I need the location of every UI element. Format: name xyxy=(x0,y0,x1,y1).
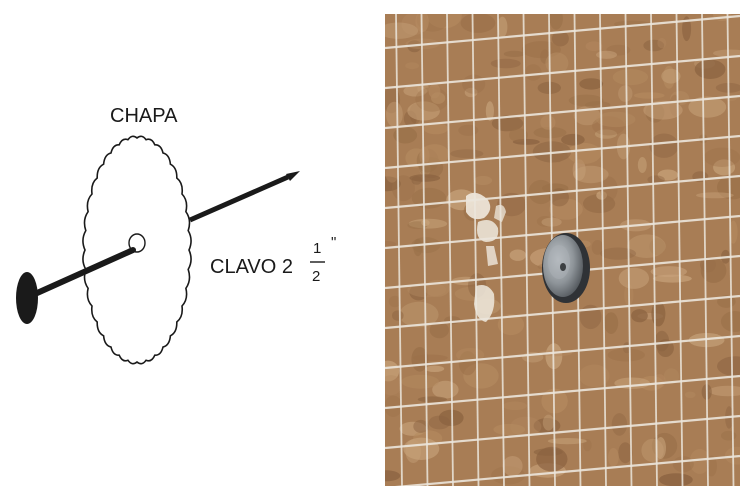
wall-photo xyxy=(372,3,740,487)
nail-shaft-front xyxy=(190,177,288,220)
nail-fraction-denominator: 2 xyxy=(312,268,320,285)
nail-cap-diagram: CHAPA CLAVO 2 1 2 " xyxy=(16,105,336,364)
photo-metal-cap xyxy=(542,233,590,303)
nail-head xyxy=(16,272,38,324)
nail-label: CLAVO 2 xyxy=(210,256,293,278)
nail-inch-mark: " xyxy=(331,234,336,251)
cap-label: CHAPA xyxy=(110,105,178,127)
nail-fraction-numerator: 1 xyxy=(313,240,321,257)
nail-shaft-rear xyxy=(26,250,133,298)
